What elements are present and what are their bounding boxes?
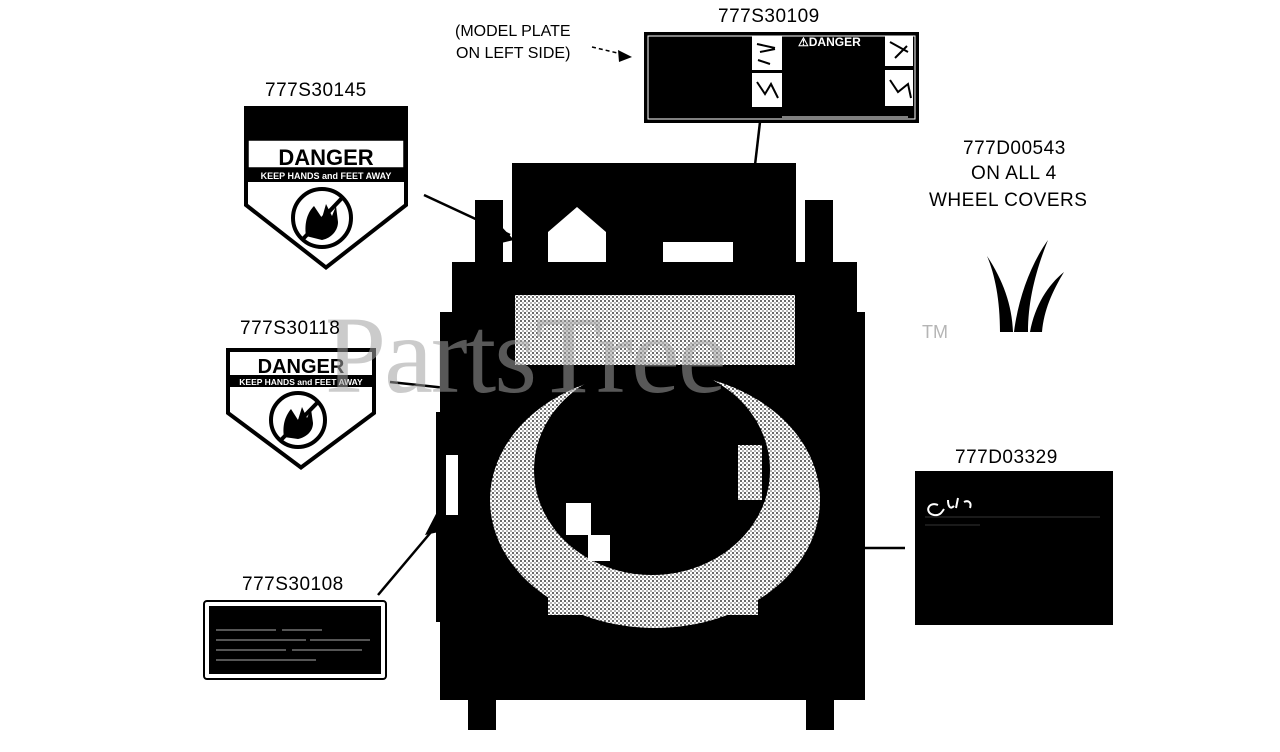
decal-777S30118: DANGER KEEP HANDS and FEET AWAY bbox=[226, 348, 376, 470]
label-777D00543-note2: WHEEL COVERS bbox=[929, 190, 1088, 211]
leader-777S30109 bbox=[753, 121, 762, 166]
label-777S30109: 777S30109 bbox=[718, 6, 820, 27]
leader-777S30108 bbox=[377, 524, 438, 596]
bracket-notch-house bbox=[548, 207, 606, 272]
label-777S30145: 777S30145 bbox=[265, 80, 367, 101]
label-777D00543: 777D00543 bbox=[963, 138, 1066, 159]
decal-777S30109: ⚠DANGER bbox=[644, 32, 919, 123]
leader-lines bbox=[377, 46, 905, 596]
decal-777D03329 bbox=[915, 471, 1113, 625]
deck-left-slot bbox=[446, 455, 458, 515]
leader-777S30118 bbox=[389, 380, 466, 392]
grass-logo-icon bbox=[987, 240, 1064, 332]
lower-well bbox=[548, 580, 758, 615]
rear-right-wheel bbox=[806, 690, 834, 730]
engine-shadow bbox=[534, 365, 770, 575]
decal-777S30118-keep-away-text: KEEP HANDS and FEET AWAY bbox=[239, 377, 363, 387]
label-777S30108: 777S30108 bbox=[242, 574, 344, 595]
arrowhead-777S30108 bbox=[425, 510, 448, 535]
hand-warning-icon bbox=[291, 187, 353, 249]
label-777D03329: 777D03329 bbox=[955, 447, 1058, 468]
decal-777S30108 bbox=[203, 600, 387, 680]
decal-777S30145: DANGER KEEP HANDS and FEET AWAY bbox=[244, 106, 408, 270]
leader-777S30145 bbox=[423, 193, 511, 237]
engine-gap-3 bbox=[738, 445, 762, 500]
top-grille bbox=[515, 295, 795, 365]
engine-gap-2 bbox=[588, 535, 610, 561]
label-777D00543-note1: ON ALL 4 bbox=[971, 163, 1057, 184]
rear-left-wheel bbox=[468, 690, 496, 730]
decal-777S30145-keep-away-text: KEEP HANDS and FEET AWAY bbox=[261, 171, 392, 181]
watermark: PartsTree bbox=[325, 294, 727, 416]
model-plate-note-line2: ON LEFT SIDE) bbox=[456, 45, 571, 62]
model-plate-note-line1: (MODEL PLATE bbox=[455, 23, 571, 40]
decal-777S30118-danger-text: DANGER bbox=[258, 356, 345, 378]
decal-777S30109-danger-text: ⚠DANGER bbox=[798, 35, 861, 49]
mower-body bbox=[436, 163, 865, 730]
trademark-symbol: TM bbox=[922, 322, 948, 342]
hand-warning-icon bbox=[269, 391, 327, 449]
label-777S30118: 777S30118 bbox=[240, 318, 341, 339]
arrowhead-777S30145 bbox=[497, 225, 514, 244]
arrowhead-model-plate bbox=[618, 50, 632, 62]
engine-gap-1 bbox=[566, 503, 591, 535]
decal-777S30145-danger-text: DANGER bbox=[278, 145, 373, 170]
